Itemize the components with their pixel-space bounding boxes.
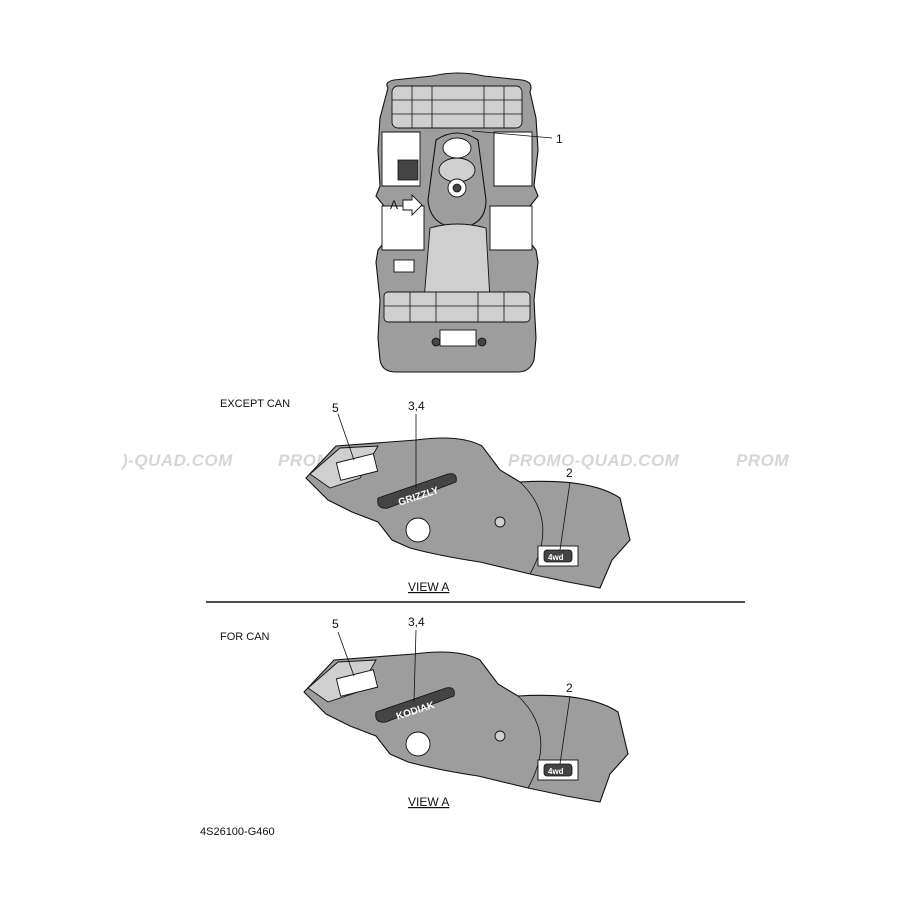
atv-top-view	[375, 72, 553, 373]
watermark-text-4: PROM	[736, 451, 789, 470]
bolt-for	[494, 730, 506, 742]
decal-2-for: 4wd	[537, 759, 579, 781]
decal-3-4-for: KODIAK	[375, 687, 455, 723]
fender-edge-except	[519, 481, 544, 575]
side-panel-for-can: KODIAK 4wd	[303, 629, 629, 803]
decal-2-except: 4wd	[537, 545, 579, 567]
badge-4wd-except: 4wd	[548, 553, 564, 562]
callout-2-except: 2	[566, 466, 573, 480]
headlight-pod	[442, 137, 472, 159]
fuel-door-except	[405, 517, 431, 543]
rear-plate	[439, 329, 477, 347]
section-except-can: EXCEPT CAN	[220, 398, 290, 410]
right-front-fender	[493, 131, 533, 187]
right-footwell	[489, 205, 533, 251]
fender-edge-for	[517, 695, 542, 789]
view-a-for: VIEW A	[408, 795, 449, 809]
callout-2-leader-except	[559, 481, 571, 551]
callout-2-for: 2	[566, 681, 573, 695]
callout-1: 1	[556, 132, 563, 146]
decal-5-except	[335, 453, 379, 481]
callout-34-for: 3,4	[408, 615, 425, 629]
left-switch-block	[397, 159, 419, 181]
view-a-except: VIEW A	[408, 580, 449, 594]
section-for-can: FOR CAN	[220, 631, 270, 643]
callout-5-leader-for	[337, 631, 355, 677]
callout-2-leader-for	[559, 695, 571, 765]
callout-5-for: 5	[332, 617, 339, 631]
decal-5-for	[335, 669, 379, 697]
left-footwell	[381, 205, 425, 251]
instrument-cluster	[438, 157, 476, 183]
view-a-arrow-icon	[402, 193, 423, 217]
watermark-text-1: )-QUAD.COM	[120, 451, 233, 470]
front-rack	[391, 85, 523, 129]
watermark-text-3: PROMO-QUAD.COM	[508, 451, 680, 470]
callout-5-except: 5	[332, 401, 339, 415]
view-a-marker: A	[390, 198, 398, 212]
callout-34-leader-for	[413, 629, 417, 703]
callout-1-leader	[471, 130, 553, 139]
callout-34-except: 3,4	[408, 399, 425, 413]
diagram-code: 4S26100-G460	[200, 826, 275, 838]
rear-rack	[383, 291, 531, 323]
bolt-except	[494, 516, 506, 528]
fuel-door-for	[405, 731, 431, 757]
side-panel-except-can: GRIZZLY 4wd	[305, 413, 631, 589]
callout-5-leader-except	[337, 413, 355, 461]
rear-reflector	[393, 259, 415, 273]
badge-4wd-for: 4wd	[548, 767, 564, 776]
